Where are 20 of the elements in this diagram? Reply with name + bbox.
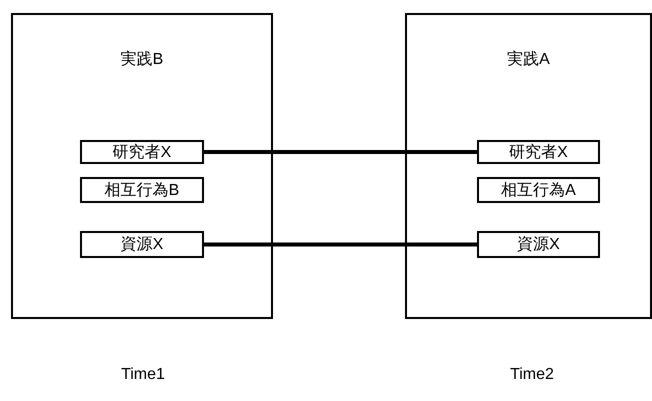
item-box xyxy=(477,177,600,203)
connector-line xyxy=(204,150,477,154)
item-box xyxy=(80,177,204,203)
frame-title: 実践B xyxy=(120,50,164,70)
practice-frame xyxy=(11,13,273,319)
time-label: Time1 xyxy=(120,366,166,384)
item-box xyxy=(477,231,600,258)
item-label: 資源X xyxy=(120,235,164,255)
item-label: 研究者X xyxy=(508,142,569,162)
item-box xyxy=(80,231,204,258)
practice-frame xyxy=(405,13,652,319)
time-label: Time2 xyxy=(509,366,555,384)
item-box xyxy=(477,140,600,164)
item-box xyxy=(80,140,204,164)
item-label: 相互行為A xyxy=(500,180,577,200)
item-label: 研究者X xyxy=(112,142,172,162)
item-label: 資源X xyxy=(516,235,561,255)
item-label: 相互行為B xyxy=(104,180,180,200)
frame-title: 実践A xyxy=(506,50,551,70)
connector-line xyxy=(204,242,477,246)
